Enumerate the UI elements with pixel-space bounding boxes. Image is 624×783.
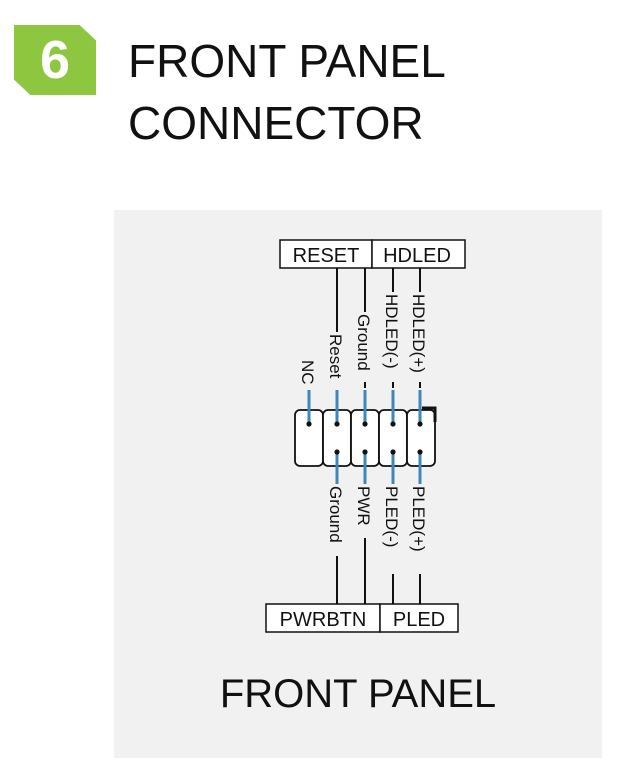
hdled-group-box bbox=[371, 239, 466, 269]
hdled-group-label: HDLED bbox=[383, 245, 451, 267]
pled-group-label: PLED bbox=[393, 609, 445, 631]
front-panel-label: FRONT PANEL bbox=[219, 672, 497, 716]
pin-label-hdled-neg: HDLED(-) bbox=[382, 294, 401, 369]
pin1-marker bbox=[422, 406, 437, 422]
connector-diagram: RESET HDLED NC Reset Ground HDLED(-) HDL… bbox=[114, 210, 602, 758]
title-line-1: FRONT PANEL bbox=[128, 35, 446, 87]
pin-label-hdled-pos: HDLED(+) bbox=[409, 294, 428, 373]
pin-label-ground-top: Ground bbox=[354, 314, 373, 371]
pinout-svg: RESET HDLED NC Reset Ground HDLED(-) HDL… bbox=[265, 239, 466, 633]
pin-label-nc: NC bbox=[298, 360, 317, 385]
reset-group-box bbox=[279, 239, 373, 269]
pin-label-pled-neg: PLED(-) bbox=[382, 486, 401, 547]
page-title: FRONT PANEL CONNECTOR bbox=[128, 30, 446, 154]
title-line-2: CONNECTOR bbox=[128, 97, 424, 149]
pled-group-box bbox=[379, 603, 459, 633]
pin-label-pled-pos: PLED(+) bbox=[409, 486, 428, 552]
reset-group-label: RESET bbox=[293, 245, 360, 267]
step-number: 6 bbox=[39, 30, 71, 90]
pin-label-pwr: PWR bbox=[354, 486, 373, 526]
pin-label-reset: Reset bbox=[326, 334, 345, 379]
pwrbtn-group-label: PWRBTN bbox=[280, 609, 367, 631]
pwrbtn-group-box bbox=[265, 603, 381, 633]
step-badge: 6 bbox=[14, 25, 96, 95]
pin-label-ground-bottom: Ground bbox=[326, 486, 345, 543]
